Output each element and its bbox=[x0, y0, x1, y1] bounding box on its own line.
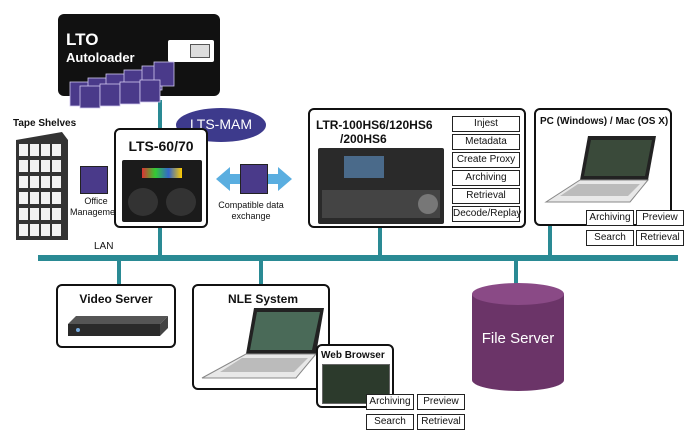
office-label-line1: Office bbox=[84, 196, 108, 206]
pc-title: PC (Windows) / Mac (OS X) bbox=[540, 116, 669, 127]
lts-device bbox=[122, 160, 202, 222]
lto-cartridges bbox=[69, 61, 175, 109]
ltr-device bbox=[318, 148, 444, 224]
lts-mam-label: LTS-MAM bbox=[190, 116, 252, 132]
exchange-label-line2: exchange bbox=[231, 211, 271, 221]
ltr-box: LTR-100HS6/120HS6 /200HS6 Injest Metadat… bbox=[308, 108, 526, 228]
tape-shelves-label: Tape Shelves bbox=[13, 118, 77, 129]
lan-backbone bbox=[38, 255, 678, 261]
lts-title: LTS-60/70 bbox=[128, 138, 194, 154]
pc-button-preview: Preview bbox=[636, 210, 684, 226]
web-button-archiving: Archiving bbox=[366, 394, 414, 410]
lan-label: LAN bbox=[94, 241, 114, 252]
connector-ltr-lan bbox=[378, 228, 382, 258]
lts-vent-right bbox=[166, 188, 196, 216]
lto-title-line2: Autoloader bbox=[66, 50, 135, 65]
file-server-icon bbox=[472, 283, 564, 391]
video-server-icon bbox=[68, 316, 168, 336]
web-browser-box: Web Browser bbox=[316, 344, 394, 408]
connector-lto-lts bbox=[158, 100, 162, 130]
web-browser-title: Web Browser bbox=[321, 350, 385, 361]
connector-pc-lan bbox=[548, 226, 552, 258]
lts-box: LTS-60/70 bbox=[114, 128, 208, 228]
office-cartridge-icon bbox=[80, 166, 108, 194]
office-label-line2: Management bbox=[70, 207, 123, 217]
nle-laptop-icon bbox=[201, 308, 324, 379]
ltr-function-create-proxy: Create Proxy bbox=[452, 152, 520, 168]
lts-vent-left bbox=[128, 188, 158, 216]
ltr-screen bbox=[344, 156, 384, 178]
pc-laptop-icon bbox=[544, 136, 656, 203]
web-button-preview: Preview bbox=[417, 394, 465, 410]
tape-shelves-icon bbox=[16, 132, 68, 240]
pc-button-archiving: Archiving bbox=[586, 210, 634, 226]
ltr-function-injest: Injest bbox=[452, 116, 520, 132]
web-button-search: Search bbox=[366, 414, 414, 430]
file-server-label: File Server bbox=[481, 330, 555, 347]
lts-display bbox=[142, 168, 182, 178]
connector-fileserver-lan bbox=[514, 258, 518, 284]
lto-slot-inner bbox=[190, 44, 210, 58]
web-browser-screen bbox=[322, 364, 390, 404]
ltr-function-archiving: Archiving bbox=[452, 170, 520, 186]
ltr-function-decode-replay: Decode/Replay bbox=[452, 206, 521, 222]
lto-title-line1: LTO bbox=[66, 30, 99, 49]
ltr-function-metadata: Metadata bbox=[452, 134, 520, 150]
exchange-cartridge-icon bbox=[240, 164, 268, 194]
ltr-title-line1: LTR-100HS6/120HS6 bbox=[316, 118, 433, 132]
web-button-retrieval: Retrieval bbox=[417, 414, 465, 430]
exchange-label-line1: Compatible data bbox=[218, 200, 284, 210]
ltr-title-line2: /200HS6 bbox=[340, 132, 387, 146]
connector-video-lan bbox=[117, 258, 121, 284]
ltr-jog-dial bbox=[418, 194, 438, 214]
pc-button-retrieval: Retrieval bbox=[636, 230, 684, 246]
connector-nle-lan bbox=[259, 258, 263, 284]
video-server-title: Video Server bbox=[79, 292, 153, 306]
pc-button-search: Search bbox=[586, 230, 634, 246]
ltr-function-retrieval: Retrieval bbox=[452, 188, 520, 204]
connector-lts-lan bbox=[158, 226, 162, 258]
nle-title: NLE System bbox=[228, 292, 299, 306]
